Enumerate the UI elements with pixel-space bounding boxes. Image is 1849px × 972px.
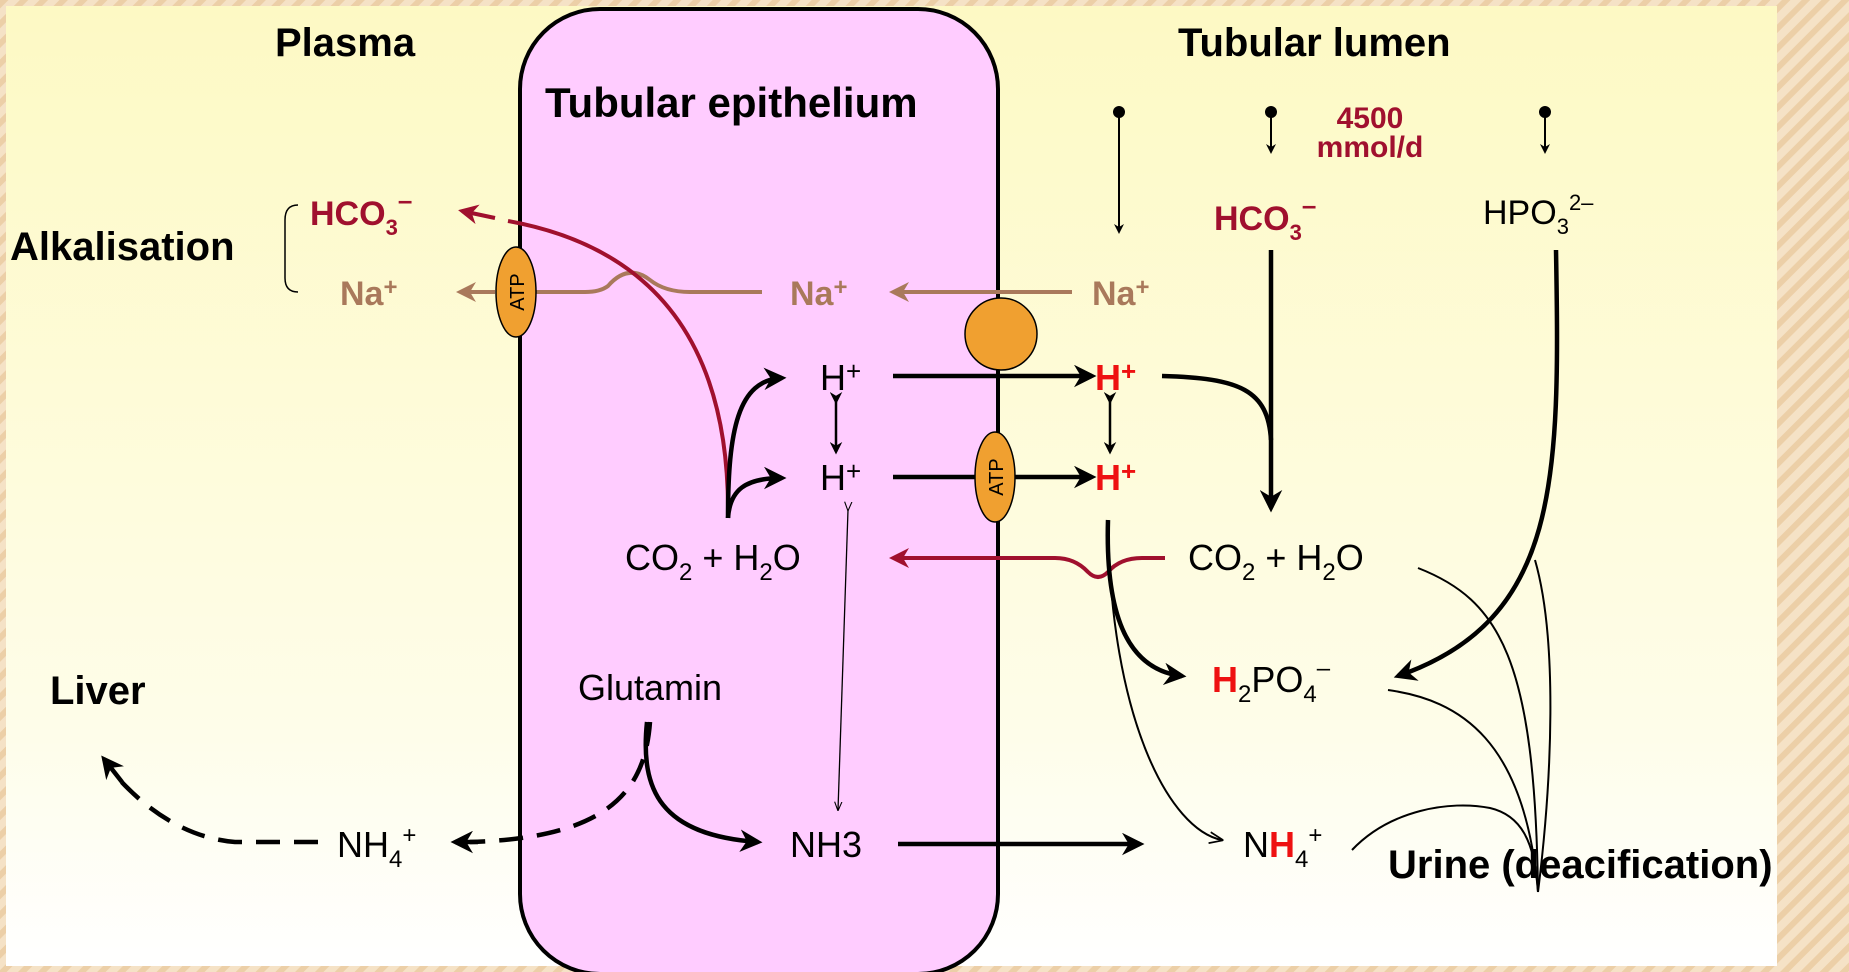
- lumen-dihydrogen-phosphate: H2PO4–: [1212, 655, 1331, 708]
- plasma-sodium: Na+: [340, 274, 397, 313]
- lumen-bicarbonate-pin-head: [1265, 106, 1277, 118]
- proton-to-ammonium-arrow: [1107, 519, 1222, 840]
- liver-label: Liver: [50, 669, 146, 713]
- plasma-title: Plasma: [275, 21, 416, 65]
- lumen-phosphate-pin-head: [1539, 106, 1551, 118]
- lumen-co2-water: CO2 + H2O: [1188, 537, 1364, 586]
- lumen-hydrogen-phosphate: HPO32–: [1483, 190, 1594, 239]
- co2-to-proton-lower-arrow: [725, 466, 787, 519]
- alkalisation-label: Alkalisation: [10, 225, 235, 269]
- tubular-epithelium-title: Tubular epithelium: [545, 79, 918, 126]
- lumen-bicarbonate: HCO3–: [1214, 190, 1316, 245]
- phosphate-to-urine-line: [1534, 559, 1552, 893]
- apical-atp-label: ATP: [986, 458, 1008, 495]
- co2-diffusion-arrow: [915, 556, 1165, 579]
- proton-ammonia-link-arrow: [838, 510, 848, 810]
- glutamin-label: Glutamin: [578, 667, 722, 708]
- bicarbonate-to-plasma-arrow: [507, 219, 731, 519]
- phosphate-to-dihydrogen-phosphate-arrow: [1393, 249, 1560, 681]
- basolateral-atp-label: ATP: [507, 273, 529, 310]
- tubular-epithelium-cell: [518, 7, 1000, 972]
- cell-sodium: Na+: [790, 274, 847, 313]
- ammonium-to-urine-line: [1351, 804, 1539, 893]
- na-cell-to-plasma-arrow: [535, 270, 762, 294]
- ammonium-to-liver-arrow: [116, 776, 318, 845]
- lumen-sodium: Na+: [1092, 274, 1149, 313]
- flux-unit: mmol/d: [1317, 131, 1424, 164]
- plasma-bicarbonate: HCO3–: [310, 185, 412, 240]
- na-h-antiporter: [964, 297, 1038, 371]
- proton-join-bicarbonate-arrow: [1161, 373, 1274, 441]
- liver-arrowhead: [101, 755, 124, 784]
- urine-label: Urine (deacification): [1388, 843, 1773, 887]
- plasma-ammonium: NH4+: [337, 822, 416, 873]
- alkalisation-brace: [284, 204, 299, 293]
- lumen-proton-upper: H+: [1095, 356, 1136, 398]
- co2-to-urine-line: [1417, 567, 1539, 893]
- lumen-proton-lower: H+: [1095, 456, 1136, 498]
- cell-proton-upper: H+: [820, 356, 861, 398]
- cell-co2-water: CO2 + H2O: [625, 537, 801, 586]
- glutamin-to-plasma-ammonium-arrow: [469, 721, 653, 845]
- lumen-sodium-pin-head: [1113, 106, 1125, 118]
- co2-to-proton-upper-arrow: [725, 367, 787, 519]
- flux-value: 4500: [1337, 102, 1404, 135]
- dihydrogen-phosphate-to-urine-line: [1387, 689, 1539, 893]
- glutamin-to-nh3-arrow: [643, 721, 763, 852]
- bicarbonate-arrowhead: [458, 204, 496, 225]
- tubular-lumen-title: Tubular lumen: [1178, 21, 1451, 65]
- nh3-label: NH3: [790, 824, 862, 865]
- cell-proton-lower: H+: [820, 456, 861, 498]
- basolateral-atp-pump: [495, 246, 537, 338]
- lumen-ammonium: NH4+: [1243, 822, 1322, 873]
- apical-atp-pump: [974, 431, 1016, 523]
